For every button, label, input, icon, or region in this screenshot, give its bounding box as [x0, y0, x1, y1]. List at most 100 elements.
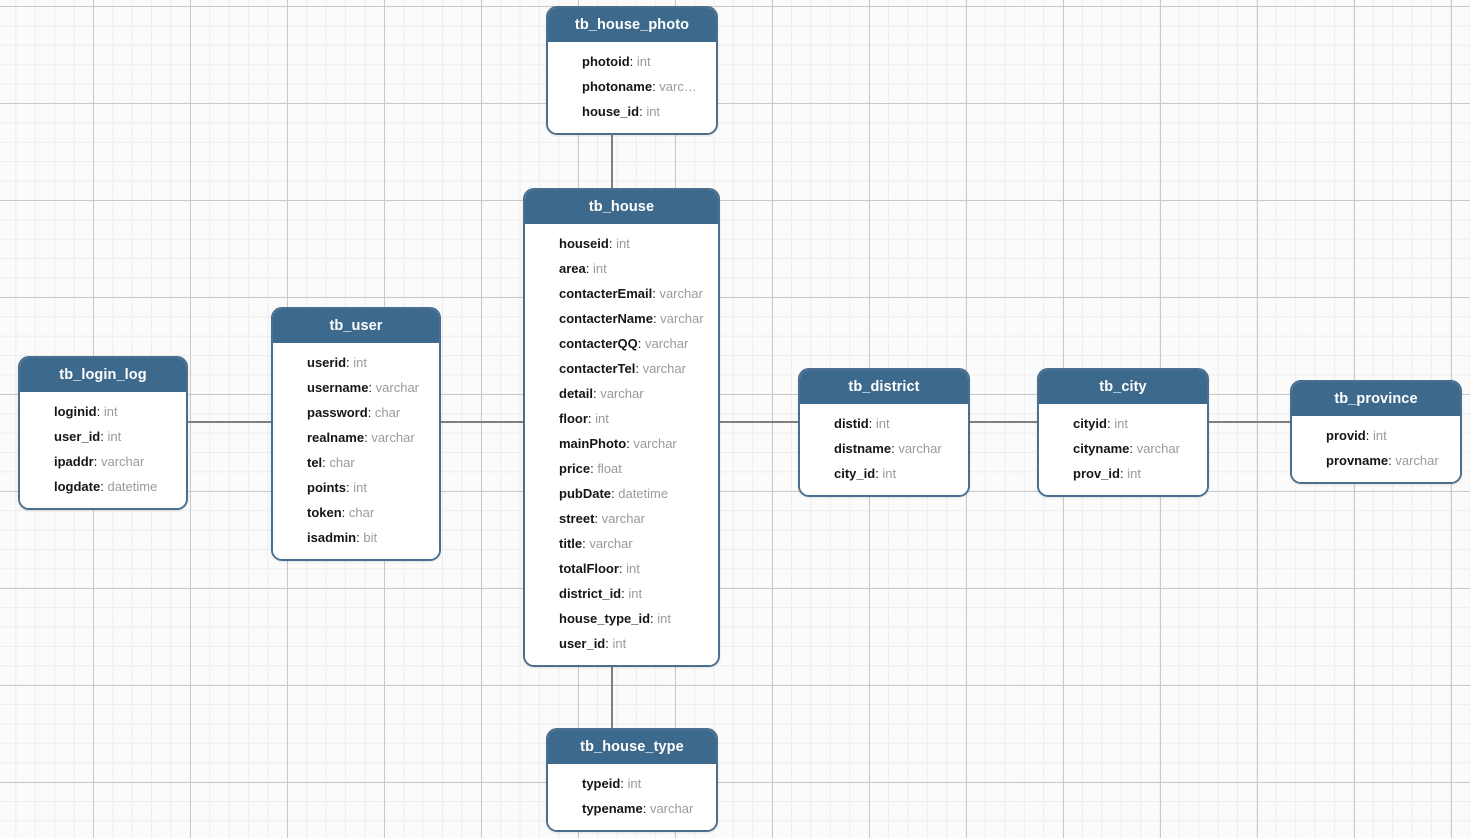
field-name: contacterName: [559, 311, 653, 326]
field-separator: :: [642, 801, 650, 816]
field-row[interactable]: mainPhoto: varchar: [525, 431, 718, 456]
field-type: int: [1372, 428, 1387, 443]
field-row[interactable]: loginid: int: [20, 399, 186, 424]
field-name: detail: [559, 386, 593, 401]
field-row[interactable]: city_id: int: [800, 461, 968, 486]
field-row[interactable]: price: float: [525, 456, 718, 481]
field-type: varchar: [589, 536, 633, 551]
field-type: int: [612, 636, 627, 651]
relationship-connector-user-to-house[interactable]: [441, 421, 524, 423]
field-name: distid: [834, 416, 869, 431]
field-name: logdate: [54, 479, 101, 494]
field-name: street: [559, 511, 595, 526]
field-row[interactable]: tel: char: [273, 450, 439, 475]
field-row[interactable]: provid: int: [1292, 423, 1460, 448]
relationship-connector-house-to-house_type[interactable]: [611, 665, 613, 728]
field-name: typeid: [582, 776, 621, 791]
entity-title-tb_province[interactable]: tb_province: [1292, 382, 1460, 416]
relationship-connector-login_log-to-user[interactable]: [188, 421, 272, 423]
field-type: char: [374, 405, 401, 420]
field-row[interactable]: contacterTel: varchar: [525, 356, 718, 381]
relationship-connector-house_photo-to-house[interactable]: [611, 133, 613, 188]
field-row[interactable]: title: varchar: [525, 531, 718, 556]
field-type: int: [595, 411, 609, 426]
field-type: int: [1127, 466, 1141, 481]
entity-title-tb_city[interactable]: tb_city: [1039, 370, 1207, 404]
relationship-connector-city-to-province[interactable]: [1209, 421, 1291, 423]
field-row[interactable]: contacterQQ: varchar: [525, 331, 718, 356]
relationship-connector-house-to-district[interactable]: [720, 421, 799, 423]
field-separator: :: [621, 586, 629, 601]
field-row[interactable]: logdate: datetime: [20, 474, 186, 499]
field-row[interactable]: pubDate: datetime: [525, 481, 718, 506]
field-row[interactable]: typeid: int: [548, 771, 716, 796]
field-type: bit: [363, 530, 378, 545]
relationship-connector-district-to-city[interactable]: [970, 421, 1038, 423]
field-type: varchar: [898, 441, 942, 456]
field-separator: :: [620, 776, 628, 791]
field-row[interactable]: distid: int: [800, 411, 968, 436]
entity-title-tb_house_photo[interactable]: tb_house_photo: [548, 8, 716, 42]
field-name: area: [559, 261, 586, 276]
field-row[interactable]: ipaddr: varchar: [20, 449, 186, 474]
field-row[interactable]: photoid: int: [548, 49, 716, 74]
field-row[interactable]: typename: varchar: [548, 796, 716, 821]
field-row[interactable]: token: char: [273, 500, 439, 525]
field-row[interactable]: password: char: [273, 400, 439, 425]
field-row[interactable]: house_id: int: [548, 99, 716, 124]
field-row[interactable]: username: varchar: [273, 375, 439, 400]
field-row[interactable]: distname: varchar: [800, 436, 968, 461]
field-name: userid: [307, 355, 347, 370]
field-separator: :: [322, 455, 330, 470]
field-row[interactable]: cityid: int: [1039, 411, 1207, 436]
field-name: provname: [1326, 453, 1389, 468]
field-row[interactable]: detail: varchar: [525, 381, 718, 406]
field-row[interactable]: contacterEmail: varchar: [525, 281, 718, 306]
entity-title-tb_house[interactable]: tb_house: [525, 190, 718, 224]
field-separator: :: [652, 79, 660, 94]
field-row[interactable]: area: int: [525, 256, 718, 281]
field-row[interactable]: houseid: int: [525, 231, 718, 256]
field-row[interactable]: points: int: [273, 475, 439, 500]
entity-title-tb_house_type[interactable]: tb_house_type: [548, 730, 716, 764]
field-row[interactable]: prov_id: int: [1039, 461, 1207, 486]
field-row[interactable]: user_id: int: [525, 631, 718, 656]
field-type: int: [628, 586, 643, 601]
field-row[interactable]: user_id: int: [20, 424, 186, 449]
field-row[interactable]: provname: varchar: [1292, 448, 1460, 473]
field-row[interactable]: isadmin: bit: [273, 525, 439, 550]
entity-title-tb_user[interactable]: tb_user: [273, 309, 439, 343]
field-row[interactable]: realname: varchar: [273, 425, 439, 450]
field-row[interactable]: street: varchar: [525, 506, 718, 531]
field-row[interactable]: userid: int: [273, 350, 439, 375]
field-type: datetime: [618, 486, 669, 501]
field-separator: :: [626, 436, 634, 451]
entity-title-tb_district[interactable]: tb_district: [800, 370, 968, 404]
field-row[interactable]: photoname: varc…: [548, 74, 716, 99]
field-type: varchar: [600, 386, 644, 401]
field-name: user_id: [559, 636, 606, 651]
field-row[interactable]: totalFloor: int: [525, 556, 718, 581]
field-row[interactable]: cityname: varchar: [1039, 436, 1207, 461]
field-row[interactable]: contacterName: varchar: [525, 306, 718, 331]
field-separator: :: [587, 411, 596, 426]
field-row[interactable]: floor: int: [525, 406, 718, 431]
field-row[interactable]: district_id: int: [525, 581, 718, 606]
field-row[interactable]: house_type_id: int: [525, 606, 718, 631]
field-separator: :: [608, 236, 617, 251]
field-type: char: [329, 455, 355, 470]
entity-title-tb_login_log[interactable]: tb_login_log: [20, 358, 186, 392]
